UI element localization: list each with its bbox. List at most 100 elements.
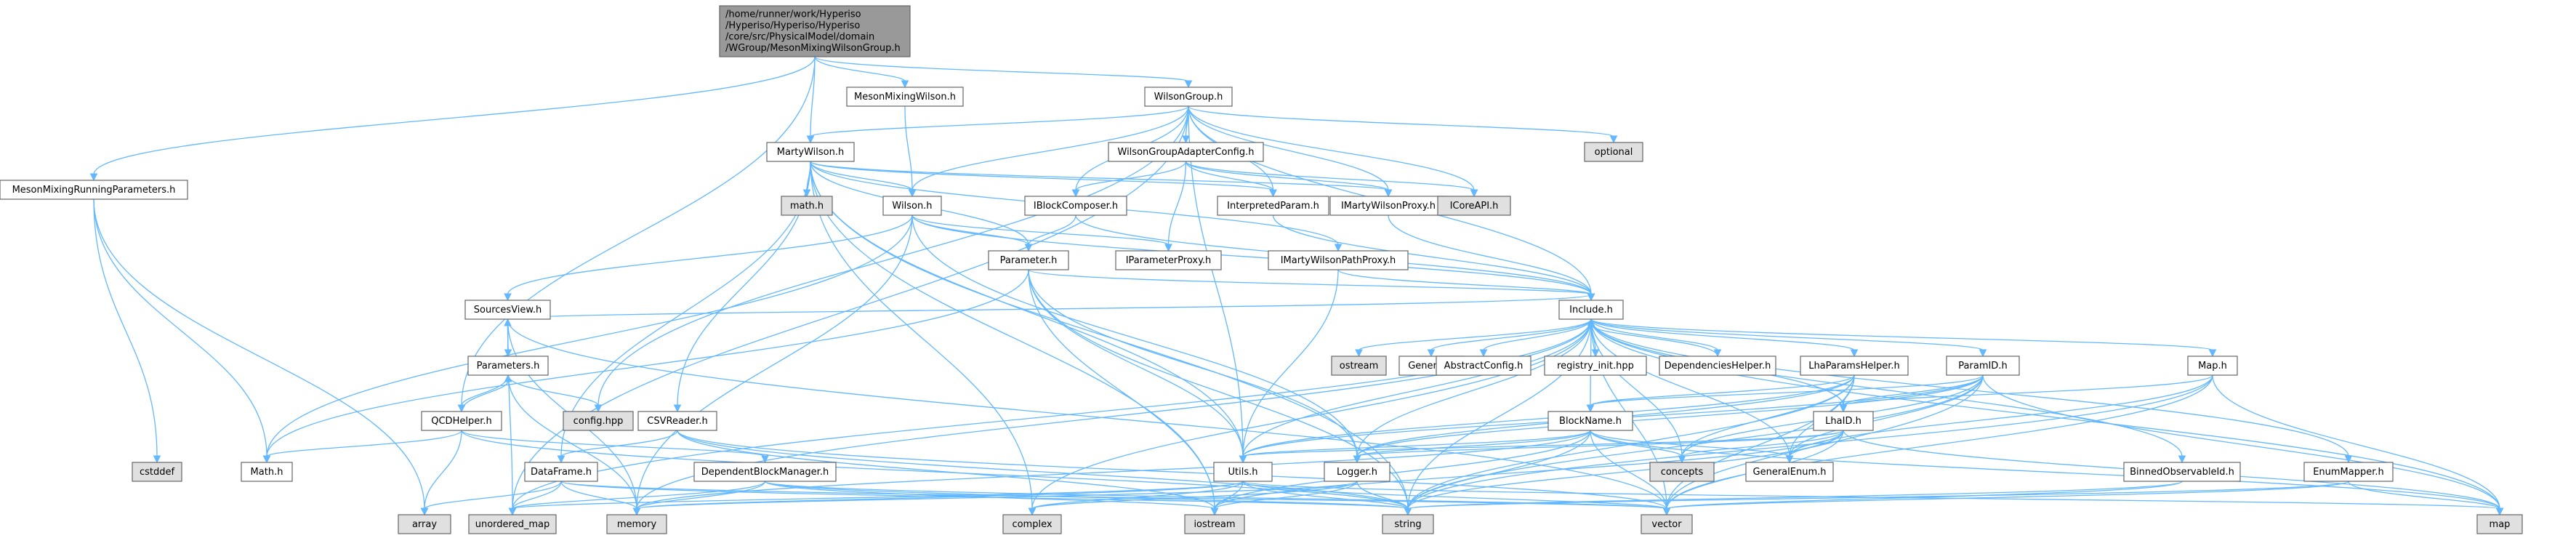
node-interpretedparam[interactable]: InterpretedParam.h <box>1217 196 1329 216</box>
edge-map_h-to-map <box>2212 374 2504 516</box>
edge-lhaid-to-concepts <box>1678 430 1844 464</box>
node-wilsongroup[interactable]: WilsonGroup.h <box>1144 87 1233 107</box>
edge-dataframe-to-array <box>420 481 562 516</box>
node-unordered_map: unordered_map <box>468 514 557 534</box>
node-label: MesonMixingWilson.h <box>854 92 956 103</box>
node-label: GeneralEnum.h <box>1753 467 1827 478</box>
node-label: Utils.h <box>1228 467 1258 478</box>
node-generalenum[interactable]: GeneralEnum.h <box>1745 462 1834 482</box>
node-label: WilsonGroupAdapterConfig.h <box>1118 147 1255 158</box>
node-concepts: concepts <box>1649 462 1715 482</box>
edge-layer <box>89 56 2504 516</box>
edge-dependencieshelper-to-include <box>1587 318 1718 357</box>
node-utils[interactable]: Utils.h <box>1213 462 1273 482</box>
edge-include-to-lhaparamshelper <box>1590 318 1859 358</box>
node-paramid[interactable]: ParamID.h <box>1946 356 2020 376</box>
node-dependencieshelper[interactable]: DependenciesHelper.h <box>1659 356 1776 376</box>
node-dataframe[interactable]: DataFrame.h <box>524 462 598 482</box>
node-wilson[interactable]: Wilson.h <box>882 196 942 216</box>
node-label: CSVReader.h <box>647 416 707 427</box>
edge-dataframe-to-unordered_map <box>508 481 562 516</box>
node-parameters[interactable]: Parameters.h <box>467 356 549 376</box>
edge-parameter-to-include <box>1028 269 1595 302</box>
edge-imartywilsonproxy-to-include <box>1388 214 1595 302</box>
edge-martywilson-to-wilson <box>810 161 917 198</box>
edge-sourcesview-to-unordered_map <box>507 318 517 516</box>
edge-enummapper-to-map <box>2348 481 2504 516</box>
edge-mesonmixingrunning-to-cstddef <box>93 198 161 464</box>
node-label: string <box>1394 519 1421 530</box>
node-label: IBlockComposer.h <box>1034 201 1118 212</box>
node-memory: memory <box>606 514 667 534</box>
node-enummapper[interactable]: EnumMapper.h <box>2303 462 2394 482</box>
node-label: concepts <box>1661 467 1704 478</box>
node-label: iostream <box>1194 519 1235 530</box>
node-lhaid[interactable]: LhaID.h <box>1813 411 1874 431</box>
edge-include-to-complex <box>1028 318 1592 516</box>
edge-qcdhelper-to-math_cap <box>262 430 462 464</box>
edge-include-to-ostream <box>1355 318 1592 358</box>
node-imartywilsonproxy[interactable]: IMartyWilsonProxy.h <box>1329 196 1447 216</box>
node-include[interactable]: Include.h <box>1558 300 1624 320</box>
edge-enummapper-to-vector <box>1662 481 2349 516</box>
node-label: registry_init.hpp <box>1557 361 1634 372</box>
node-label: IMartyWilsonPathProxy.h <box>1281 255 1396 266</box>
edge-parameter-to-math_cap <box>262 269 1029 464</box>
edge-include-to-binnedobservableid <box>1590 318 2186 464</box>
node-mesonmixingrunning[interactable]: MesonMixingRunningParameters.h <box>0 180 188 200</box>
node-layer: /home/runner/work/Hyperiso/Hyperiso/Hype… <box>0 5 2523 534</box>
node-qcdhelper[interactable]: QCDHelper.h <box>421 411 502 431</box>
node-label: memory <box>617 519 657 530</box>
edge-wilson-to-parameter <box>911 214 1033 252</box>
node-imartywilsonpathproxy[interactable]: IMartyWilsonPathProxy.h <box>1268 250 1409 270</box>
node-map_h[interactable]: Map.h <box>2187 356 2238 376</box>
node-cstddef: cstddef <box>132 462 182 482</box>
node-martywilson[interactable]: MartyWilson.h <box>766 142 855 162</box>
node-sourcesview[interactable]: SourcesView.h <box>464 300 551 320</box>
edge-root-to-mesonmixingrunning <box>89 56 816 182</box>
edge-logger-to-iostream <box>1210 481 1358 516</box>
node-logger[interactable]: Logger.h <box>1324 462 1390 482</box>
node-abstractconfig[interactable]: AbstractConfig.h <box>1436 356 1531 376</box>
edge-wgadapter-to-iparameterproxy <box>1164 161 1187 252</box>
node-registry[interactable]: registry_init.hpp <box>1544 356 1647 376</box>
node-iparameterproxy[interactable]: IParameterProxy.h <box>1115 250 1222 270</box>
node-label: IParameterProxy.h <box>1126 255 1212 266</box>
node-dependentblockmanager[interactable]: DependentBlockManager.h <box>693 462 837 482</box>
edge-paramid-to-blockname <box>1586 374 1984 413</box>
node-label: array <box>412 519 437 530</box>
node-math_h: math.h <box>781 196 833 216</box>
node-iblockcomposer[interactable]: IBlockComposer.h <box>1024 196 1127 216</box>
node-label: vector <box>1651 519 1682 530</box>
edge-include-to-map_h <box>1590 318 2217 358</box>
edge-parameters-to-sourcesview <box>504 318 512 357</box>
node-label: Include.h <box>1569 305 1613 316</box>
node-ostream: ostream <box>1331 356 1387 376</box>
node-label: WilsonGroup.h <box>1154 92 1223 103</box>
node-lhaparamshelper[interactable]: LhaParamsHelper.h <box>1800 356 1909 376</box>
node-parameter[interactable]: Parameter.h <box>988 250 1069 270</box>
edge-wilsongroup-to-unordered_map <box>508 105 1189 516</box>
edge-sourcesview-to-include <box>507 293 1595 320</box>
edge-lhaid-to-logger <box>1353 430 1844 464</box>
node-label: InterpretedParam.h <box>1227 201 1319 212</box>
edge-wgadapter-to-icoreapi <box>1185 161 1478 198</box>
node-label: Map.h <box>2198 361 2227 372</box>
node-blockname[interactable]: BlockName.h <box>1547 411 1633 431</box>
node-iostream: iostream <box>1184 514 1245 534</box>
node-csvreader[interactable]: CSVReader.h <box>637 411 717 431</box>
node-label: BlockName.h <box>1559 416 1622 427</box>
node-math_cap[interactable]: Math.h <box>241 462 293 482</box>
node-binnedobservableid[interactable]: BinnedObservableId.h <box>2123 462 2241 482</box>
node-optional: optional <box>1584 142 1643 162</box>
edge-martywilson-to-interpretedparam <box>810 161 1277 198</box>
node-label: QCDHelper.h <box>431 416 491 427</box>
node-label: MartyWilson.h <box>777 147 844 158</box>
edge-csvreader-to-dataframe <box>557 430 678 464</box>
node-vector: vector <box>1641 514 1693 534</box>
edge-qcdhelper-to-dependentblockmanager <box>461 430 769 464</box>
node-wgadapter[interactable]: WilsonGroupAdapterConfig.h <box>1108 142 1264 162</box>
node-mesonmixingwilson[interactable]: MesonMixingWilson.h <box>846 87 964 107</box>
edge-wgadapter-to-imartywilsonproxy <box>1185 161 1393 198</box>
node-label: MesonMixingRunningParameters.h <box>12 185 176 196</box>
